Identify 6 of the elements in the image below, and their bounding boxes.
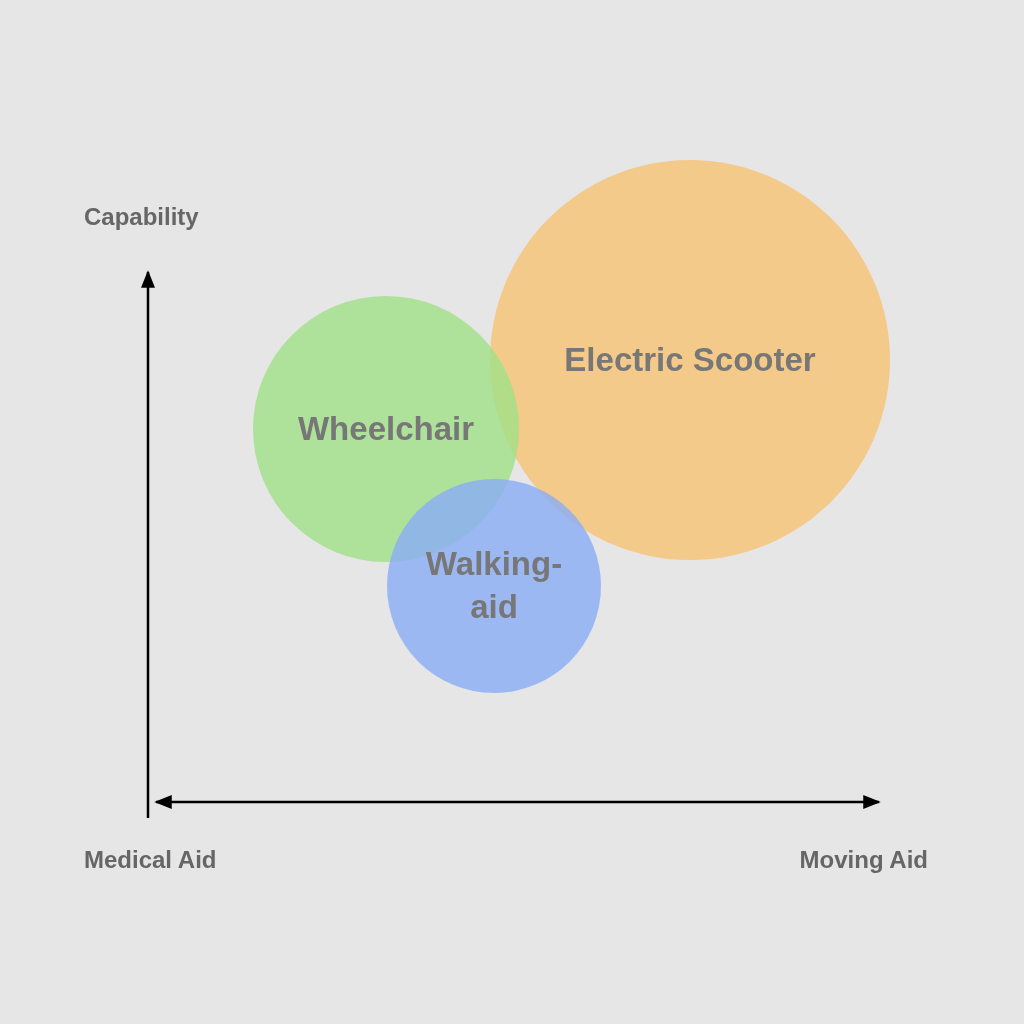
axis-label: Moving Aid: [799, 846, 928, 874]
axis-label: Capability: [84, 203, 199, 231]
axis-label: Medical Aid: [84, 846, 217, 874]
bubble-label: Electric Scooter: [564, 339, 816, 380]
bubble-label: Walking-aid: [424, 544, 564, 627]
bubble-label: Wheelchair: [297, 408, 475, 449]
